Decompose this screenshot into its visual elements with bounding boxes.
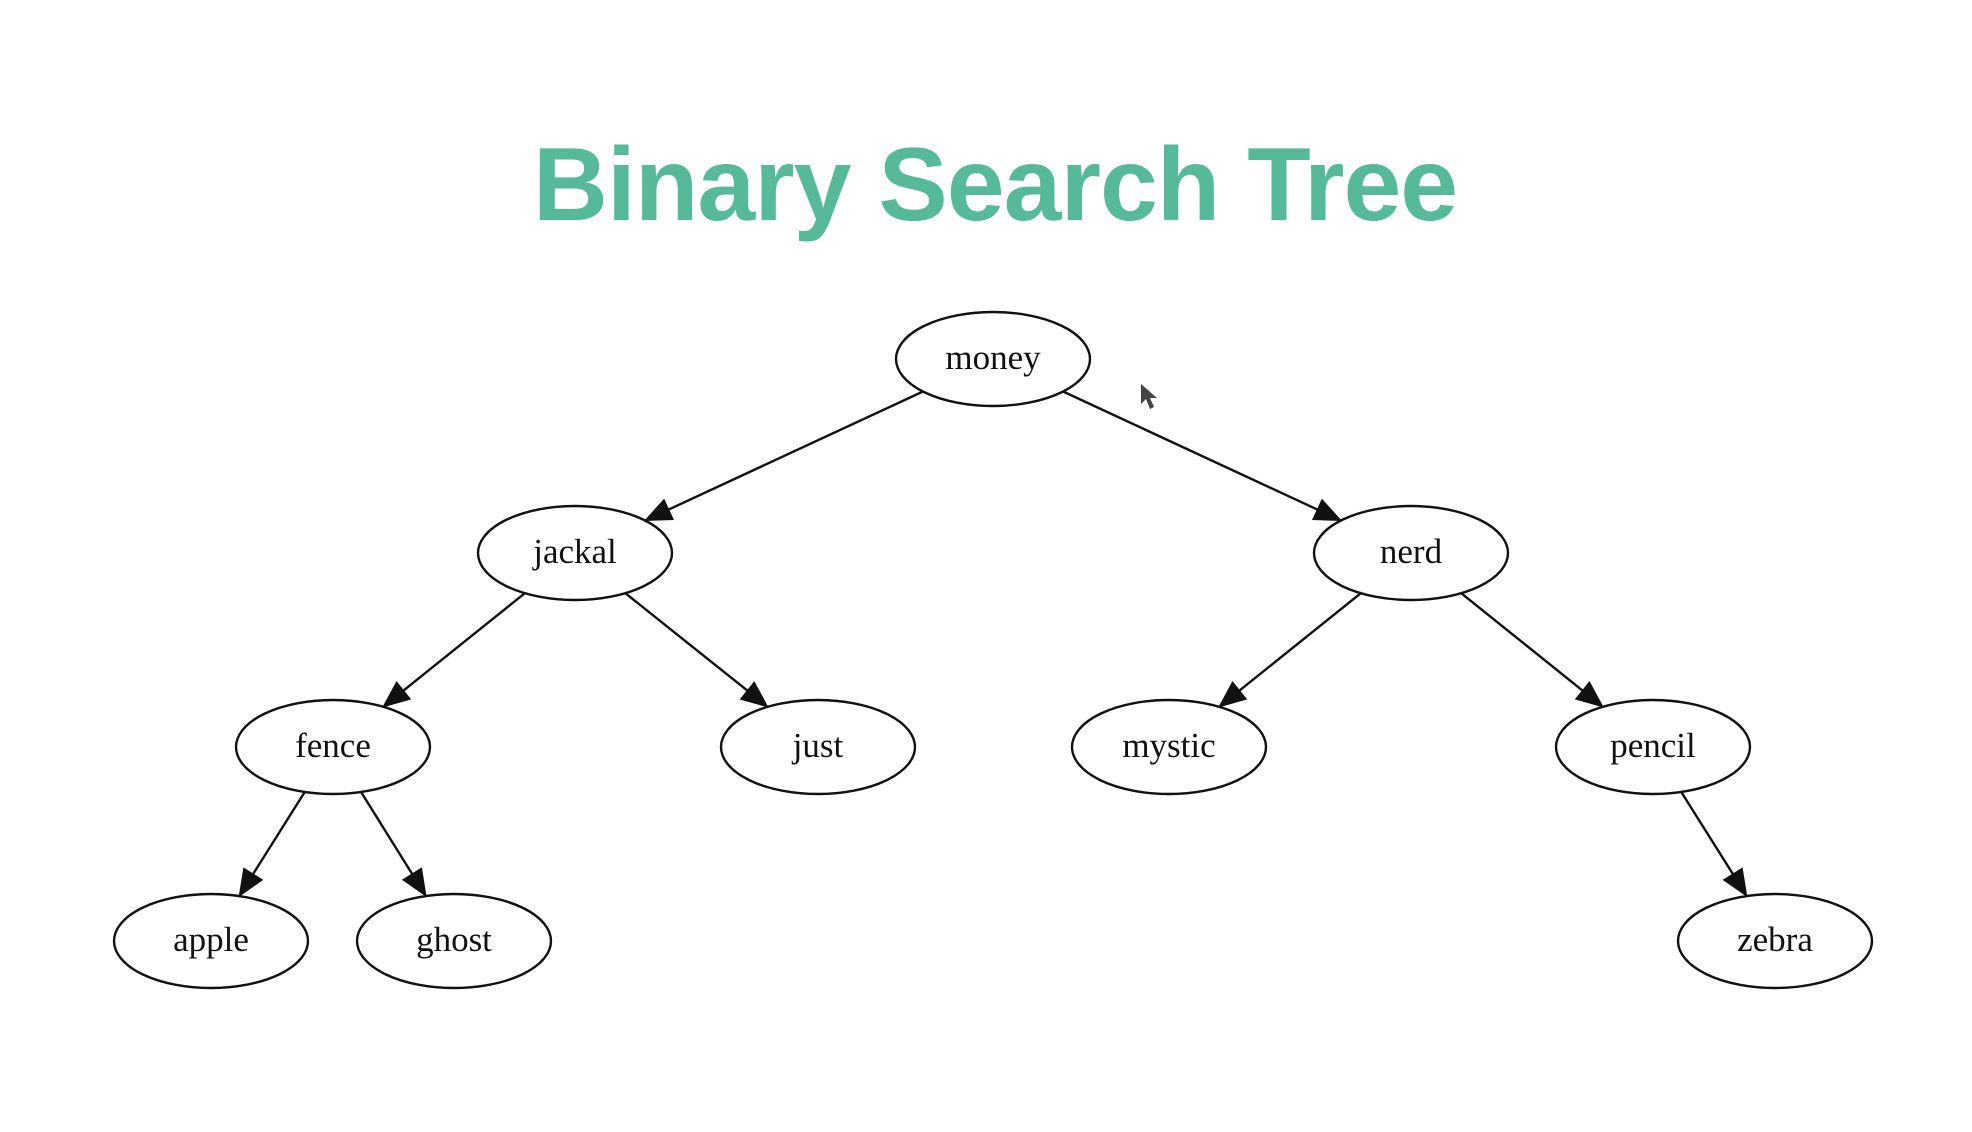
tree-node-jackal: jackal xyxy=(476,504,674,602)
edge-money-jackal xyxy=(643,390,924,522)
arrowhead-icon xyxy=(1574,681,1604,708)
node-ellipse xyxy=(1554,698,1752,796)
tree-node-pencil: pencil xyxy=(1554,698,1752,796)
tree-node-mystic: mystic xyxy=(1070,698,1268,796)
tree-node-apple: apple xyxy=(112,892,310,990)
edge-line xyxy=(668,390,924,511)
edge-pencil-zebra xyxy=(1680,791,1748,898)
tree-node-zebra: zebra xyxy=(1676,892,1874,990)
mouse-pointer-icon xyxy=(1141,384,1157,409)
arrowhead-icon xyxy=(643,498,675,522)
node-ellipse xyxy=(355,892,553,990)
edge-nerd-mystic xyxy=(1218,592,1362,708)
arrowhead-icon xyxy=(401,867,427,898)
node-ellipse xyxy=(894,310,1092,408)
edge-fence-ghost xyxy=(360,791,427,898)
node-ellipse xyxy=(234,698,432,796)
arrowhead-icon xyxy=(1311,498,1343,522)
edge-line xyxy=(360,791,414,875)
arrowhead-icon xyxy=(1218,681,1248,708)
node-label: just xyxy=(791,726,844,765)
tree-node-just: just xyxy=(719,698,917,796)
edge-line xyxy=(1680,791,1734,875)
node-label: apple xyxy=(173,920,249,959)
edge-line xyxy=(624,592,749,692)
edge-jackal-fence xyxy=(382,592,526,708)
arrowhead-icon xyxy=(739,681,769,708)
node-label: mystic xyxy=(1122,726,1215,765)
edge-money-nerd xyxy=(1062,390,1343,522)
edge-line xyxy=(1062,390,1318,511)
node-ellipse xyxy=(1070,698,1268,796)
node-label: money xyxy=(945,338,1041,377)
node-label: jackal xyxy=(531,532,617,571)
edge-line xyxy=(1238,592,1362,692)
node-label: ghost xyxy=(416,920,492,959)
node-ellipse xyxy=(1312,504,1510,602)
tree-node-ghost: ghost xyxy=(355,892,553,990)
node-ellipse xyxy=(1676,892,1874,990)
node-ellipse xyxy=(719,698,917,796)
edge-line xyxy=(1460,592,1584,692)
node-ellipse xyxy=(112,892,310,990)
node-ellipse xyxy=(476,504,674,602)
edge-line xyxy=(252,791,306,875)
node-label: pencil xyxy=(1610,726,1696,765)
tree-nodes: money jackal nerd fence just mystic pencil appl… xyxy=(112,310,1874,990)
edge-nerd-pencil xyxy=(1460,592,1604,708)
tree-edges xyxy=(238,390,1748,898)
edge-line xyxy=(402,592,526,692)
page-title: Binary Search Tree xyxy=(532,127,1458,243)
edge-jackal-just xyxy=(624,592,769,708)
arrowhead-icon xyxy=(382,681,412,708)
tree-node-money: money xyxy=(894,310,1092,408)
node-label: fence xyxy=(295,726,371,765)
tree-node-nerd: nerd xyxy=(1312,504,1510,602)
arrowhead-icon xyxy=(238,867,264,898)
node-label: nerd xyxy=(1380,532,1443,571)
edge-fence-apple xyxy=(238,791,306,898)
node-label: zebra xyxy=(1737,920,1813,959)
tree-node-fence: fence xyxy=(234,698,432,796)
arrowhead-icon xyxy=(1722,867,1748,898)
